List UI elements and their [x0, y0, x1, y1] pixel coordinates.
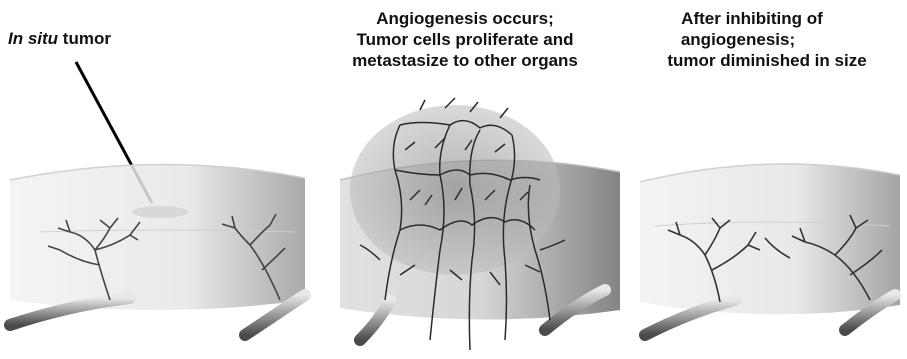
- small-tumor: [132, 206, 188, 218]
- panel-inhibited-angiogenesis: [640, 164, 900, 335]
- panel-angiogenesis: [340, 98, 620, 350]
- large-tumor: [350, 105, 560, 275]
- panel-in-situ-tumor: [10, 164, 305, 335]
- tissue-block: [10, 164, 305, 310]
- tissue-block: [640, 164, 900, 314]
